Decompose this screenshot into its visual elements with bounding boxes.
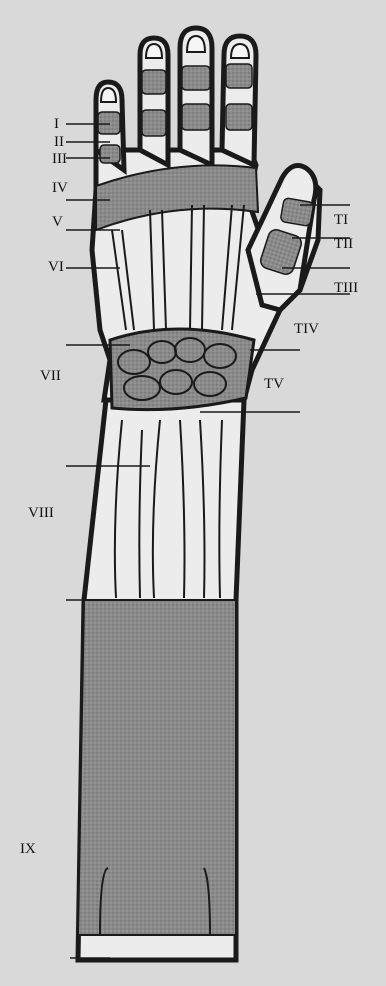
zone-ii-label: II	[54, 134, 64, 150]
thumb-zone-iv-label: TIV	[294, 321, 319, 337]
zone-i-label: I	[54, 116, 59, 132]
zone-iv-label: IV	[52, 180, 68, 196]
zone-vi-label: VI	[48, 259, 64, 275]
thumb-zone-iii-label: TIII	[334, 280, 358, 296]
zone-iii-label: III	[52, 151, 67, 167]
thumb-zone-i-label: TI	[334, 212, 348, 228]
thumb-zone-v-label: TV	[264, 376, 284, 392]
zone-vii-label: VII	[40, 368, 61, 384]
thumb-zone-ii-label: TII	[334, 236, 353, 252]
zone-ix-label: IX	[20, 841, 36, 857]
zone-viii-label: VIII	[28, 505, 54, 521]
zone-v-label: V	[52, 214, 63, 230]
